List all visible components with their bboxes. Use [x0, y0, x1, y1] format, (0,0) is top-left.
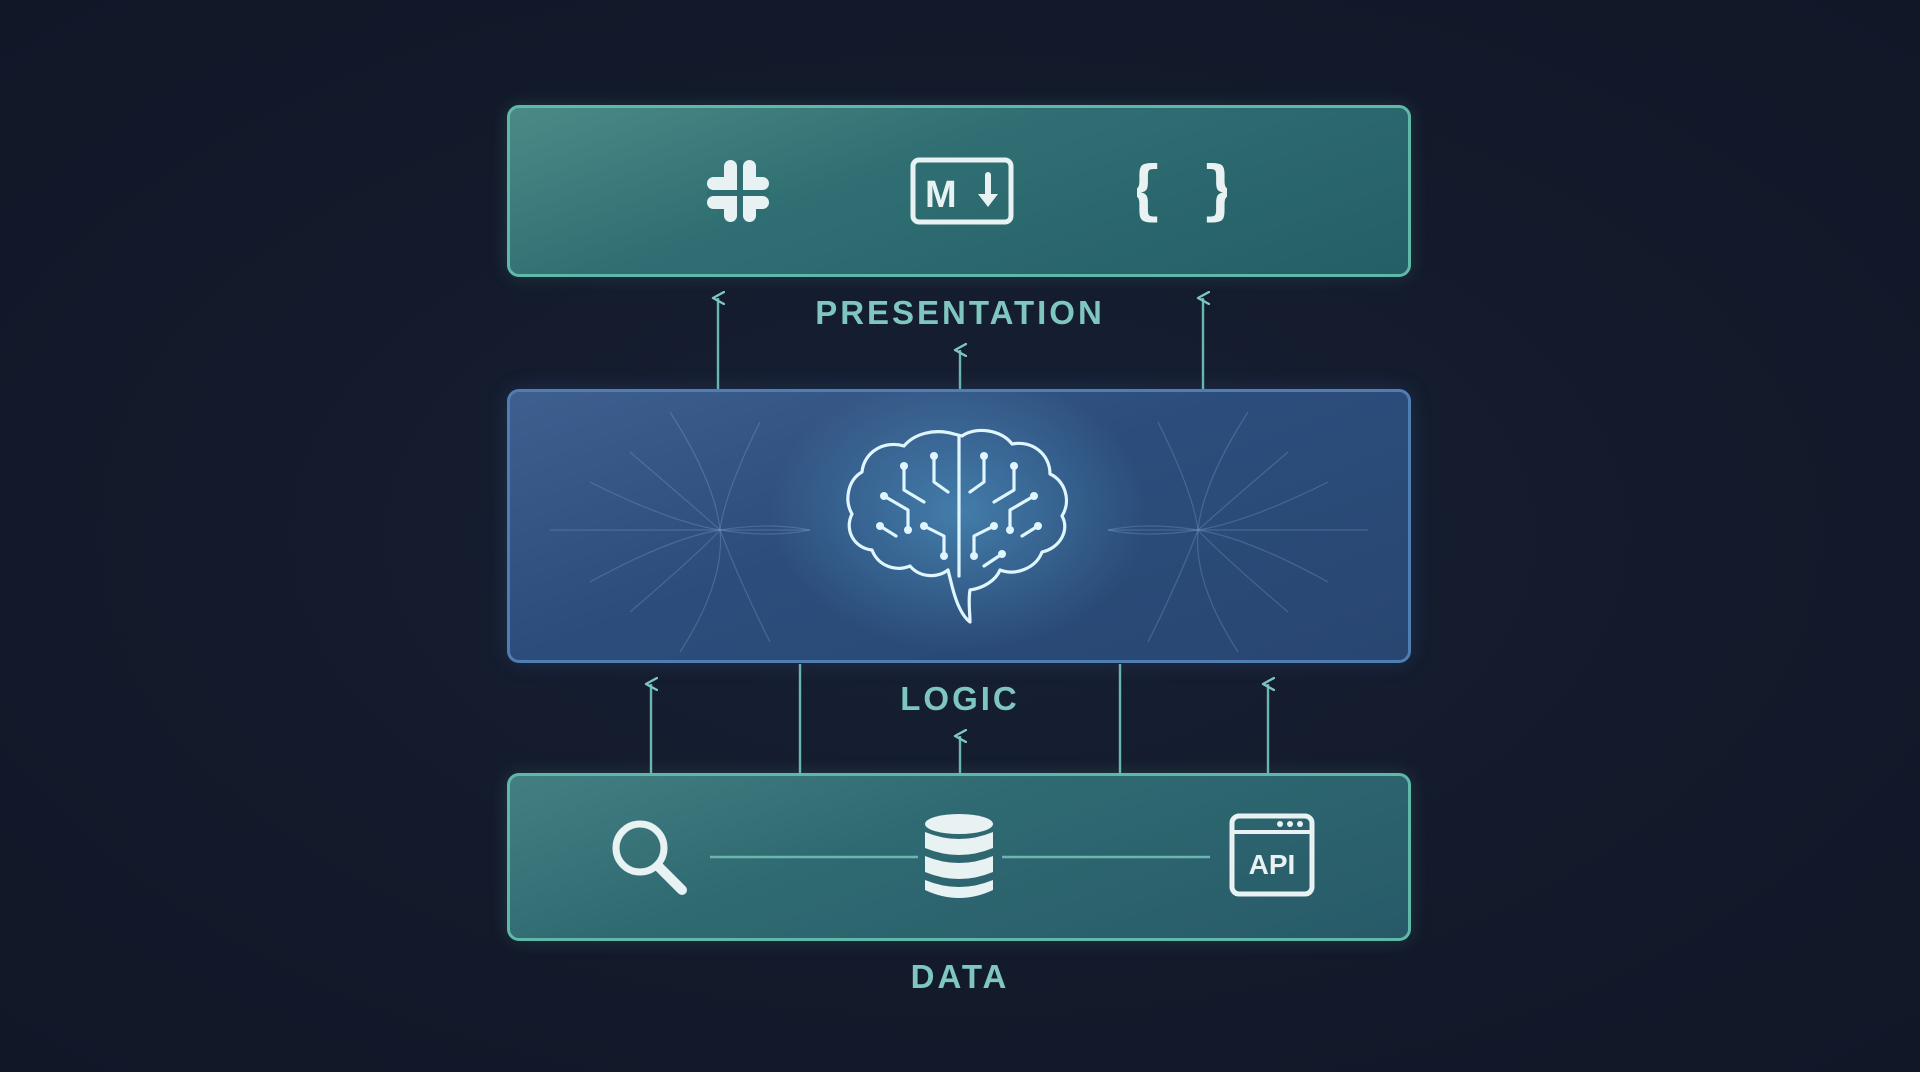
curly-braces-icon: { }	[1137, 154, 1227, 228]
database-icon	[925, 814, 993, 898]
data-label: DATA	[910, 958, 1010, 995]
api-text: API	[1249, 849, 1296, 880]
braces-glyph: { }	[1137, 154, 1227, 228]
search-icon	[612, 820, 687, 895]
markdown-icon: M	[910, 157, 1014, 225]
logic-layer	[507, 389, 1411, 663]
api-icon: API	[1229, 813, 1315, 897]
data-connector-line	[710, 855, 1210, 859]
logic-label: LOGIC	[900, 680, 1020, 717]
markdown-letter: M	[925, 174, 957, 216]
slack-icon	[707, 160, 769, 222]
presentation-layer: M { }	[507, 105, 1411, 277]
presentation-label: PRESENTATION	[815, 294, 1105, 331]
data-layer: API	[507, 773, 1411, 941]
brain-circuit-icon	[846, 428, 1068, 624]
